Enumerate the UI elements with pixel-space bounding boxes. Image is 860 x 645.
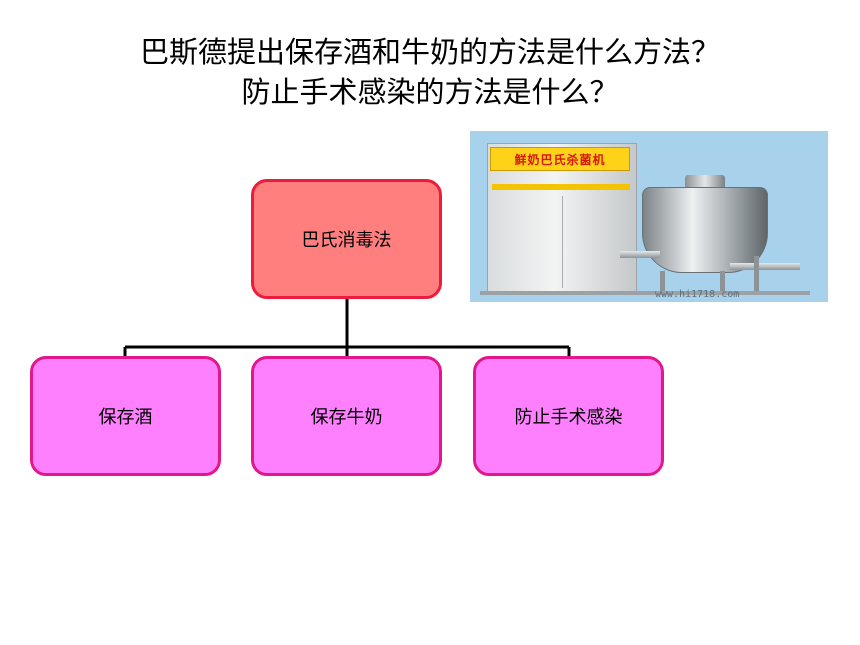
tank-leg: [720, 271, 725, 293]
cabinet-door-seam: [562, 196, 563, 288]
photo-watermark: www.hi1718.com: [655, 289, 740, 300]
child-node-label: 保存牛奶: [310, 407, 383, 428]
child-node-label: 保存酒: [98, 407, 153, 428]
slide-title: 巴斯德提出保存酒和牛奶的方法是什么方法？ 防止手术感染的方法是什么？: [0, 32, 860, 112]
child-node-label: 防止手术感染: [514, 407, 623, 428]
root-node-label: 巴氏消毒法: [301, 230, 392, 251]
pipe-left: [620, 251, 660, 258]
title-line-1: 巴斯德提出保存酒和牛奶的方法是什么方法？: [139, 35, 720, 69]
tank-leg: [754, 256, 759, 293]
machine-sign: 鲜奶巴氏杀菌机: [490, 147, 630, 171]
steel-tank: [642, 187, 768, 273]
title-line-2: 防止手术感染的方法是什么？: [241, 75, 619, 109]
child-node-preserve-wine[interactable]: 保存酒: [30, 356, 221, 476]
tank-leg: [660, 271, 665, 293]
machine-base: [480, 291, 810, 295]
pipe-right: [730, 263, 800, 270]
child-node-prevent-surgical-infection[interactable]: 防止手术感染: [473, 356, 664, 476]
tank-lid: [685, 175, 725, 189]
pasteurizer-machine-photo: 鲜奶巴氏杀菌机 www.hi1718.com: [470, 131, 828, 302]
child-node-preserve-milk[interactable]: 保存牛奶: [251, 356, 442, 476]
cabinet-stripe: [492, 184, 630, 190]
root-node-pasteurization[interactable]: 巴氏消毒法: [251, 179, 442, 299]
